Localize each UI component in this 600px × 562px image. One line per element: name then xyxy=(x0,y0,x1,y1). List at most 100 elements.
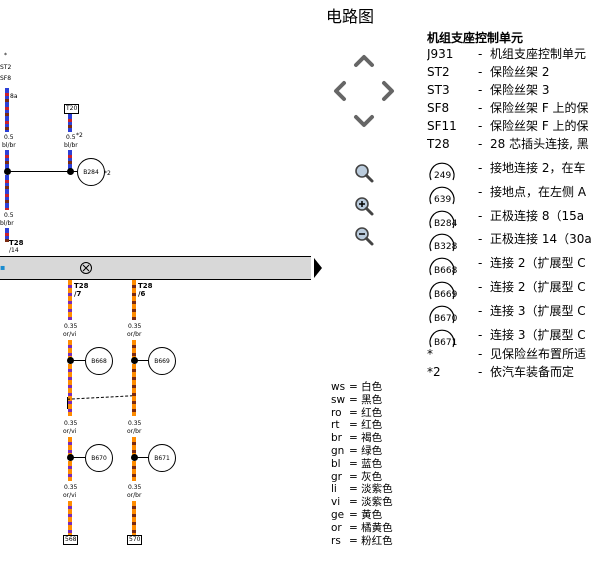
pan-right-icon[interactable] xyxy=(377,80,399,102)
wire-left-top2 xyxy=(5,150,9,170)
panel-row-text: 28 芯插头连接, 黑 xyxy=(490,137,589,151)
panel-row: B328-正极连接 14（30a xyxy=(427,229,600,255)
panel-row-circle-icon: 639 xyxy=(427,182,457,208)
legend-code: or xyxy=(331,521,342,534)
panel-row-dash: - xyxy=(478,47,483,61)
legend-eq: = xyxy=(349,534,358,547)
panel-row-dash: - xyxy=(478,184,483,199)
legend-row: rt= 红色 xyxy=(331,419,393,432)
legend-eq: = xyxy=(349,381,358,393)
legend-row: or= 橘黄色 xyxy=(331,522,393,535)
panel-row: B669-连接 2（扩展型 C xyxy=(427,277,600,303)
panel-row-dash: - xyxy=(478,303,483,318)
col2-wire-5 xyxy=(132,461,136,481)
col1-wire-6 xyxy=(68,501,72,535)
join-line xyxy=(7,171,71,172)
col2-size2: 0.35 xyxy=(128,420,142,427)
b284-star2: *2 xyxy=(104,170,111,177)
col2-dot1 xyxy=(131,357,138,364)
legend-eq: = xyxy=(349,470,358,483)
panel-row-circle-icon: B668 xyxy=(427,253,457,279)
col1-size2: 0.35 xyxy=(64,420,78,427)
star-note: * xyxy=(4,52,7,59)
panel-row: SF8 -保险丝架 F 上的保 xyxy=(427,100,600,116)
panel-row-dash: - xyxy=(478,256,483,271)
legend-row: ro= 红色 xyxy=(331,407,393,420)
legend-row: br= 褐色 xyxy=(331,432,393,445)
col1-wire-4 xyxy=(68,437,72,457)
panel-row: *2-依汽车装备而定 xyxy=(427,364,600,380)
legend-row: gn= 绿色 xyxy=(331,445,393,458)
page-title: 电路图 xyxy=(325,7,374,26)
col1-wire-2 xyxy=(68,340,72,360)
panel-row-dash: - xyxy=(478,280,483,294)
col2-end-box: 570 xyxy=(127,535,143,545)
legend-code: rt xyxy=(331,419,340,432)
panel-row-text: 连接 3（扩展型 C xyxy=(490,303,586,318)
legend-eq: = xyxy=(349,508,358,521)
legend-row: li= 淡紫色 xyxy=(331,483,393,496)
shield-link xyxy=(67,395,133,400)
legend-code: bl xyxy=(331,457,341,470)
col1-wire-1 xyxy=(68,280,72,320)
legend-eq: = xyxy=(349,496,358,509)
panel-row-text: 接地点，在左侧 A xyxy=(490,184,587,199)
panel-row-dash: - xyxy=(478,365,483,379)
panel-row-text: 连接 3（扩展型 C xyxy=(490,327,586,342)
panel-row-circle-icon: B284 xyxy=(427,206,457,232)
col2-conn: T28 xyxy=(138,282,153,290)
col1-size1: 0.35 xyxy=(64,323,78,330)
pan-up-icon[interactable] xyxy=(353,50,375,72)
pan-down-icon[interactable] xyxy=(353,110,375,132)
panel-row: B670-连接 3（扩展型 C xyxy=(427,301,600,327)
wire-size-left-top: 0.5 xyxy=(4,134,14,141)
junction-dot-mid xyxy=(67,168,74,175)
pan-left-icon[interactable] xyxy=(329,80,351,102)
panel-row-dash: - xyxy=(478,347,483,361)
legend-row: gr= 灰色 xyxy=(331,471,393,484)
panel-row-circle-icon: B669 xyxy=(427,277,457,303)
ground-symbol-icon xyxy=(79,260,93,274)
legend-code: br xyxy=(331,432,342,445)
circuit-diagram: * ST2 SF8 8a 0.5 bl/br T20 0.5 *2 bl/br … xyxy=(0,50,320,562)
conn-b669-circle: B669 xyxy=(148,347,176,375)
legend-eq: = xyxy=(349,393,358,406)
col2-wire-4 xyxy=(132,437,136,457)
unit-mark: ▪ xyxy=(0,263,6,272)
panel-row-text: 保险丝架 2 xyxy=(490,65,550,79)
panel-toggle-arrow-icon[interactable] xyxy=(314,258,322,278)
panel-row-dash: - xyxy=(478,232,483,247)
legend-code: vi xyxy=(331,496,341,509)
panel-row-circle-icon: B671 xyxy=(427,325,457,351)
wire-left-bottom xyxy=(5,175,9,210)
zoom-in-icon[interactable] xyxy=(353,195,375,217)
legend-row: sw= 黑色 xyxy=(331,394,393,407)
panel-row-text: 保险丝架 F 上的保 xyxy=(490,101,589,115)
legend-code: ws xyxy=(331,381,346,393)
zoom-out-icon[interactable] xyxy=(353,225,375,247)
label-8a: 8a xyxy=(10,93,18,100)
col2-size3: 0.35 xyxy=(128,484,142,491)
conn-b670-circle: B670 xyxy=(85,444,113,472)
panel-row-dash: - xyxy=(478,101,483,115)
zoom-fit-icon[interactable] xyxy=(353,162,375,184)
t28-pin-14: /14 xyxy=(9,247,19,254)
panel-row-dash: - xyxy=(478,137,483,151)
wire-mid-top xyxy=(68,114,72,132)
conn-b671-circle: B671 xyxy=(148,444,176,472)
panel-row: SF11-保险丝架 F 上的保 xyxy=(427,118,600,134)
panel-row-code: 249 xyxy=(434,171,452,181)
panel-row-code: SF11 xyxy=(427,119,457,133)
col1-dot1 xyxy=(67,357,74,364)
legend-row: vi= 淡紫色 xyxy=(331,496,393,509)
panel-row-code: SF8 xyxy=(427,101,450,115)
panel-row: B284-正极连接 8（15a xyxy=(427,206,600,232)
wire-color-left-bottom: bl/br xyxy=(0,220,14,227)
conn-b668-circle: B668 xyxy=(85,347,113,375)
col2-wire-3 xyxy=(132,364,136,416)
panel-row: ST3-保险丝架 3 xyxy=(427,82,600,98)
wire-left-bottom2 xyxy=(5,228,9,242)
panel-row-text: 正极连接 8（15a xyxy=(490,208,585,223)
panel-row-text: 保险丝架 F 上的保 xyxy=(490,119,589,133)
legend-row: ge= 黄色 xyxy=(331,509,393,522)
